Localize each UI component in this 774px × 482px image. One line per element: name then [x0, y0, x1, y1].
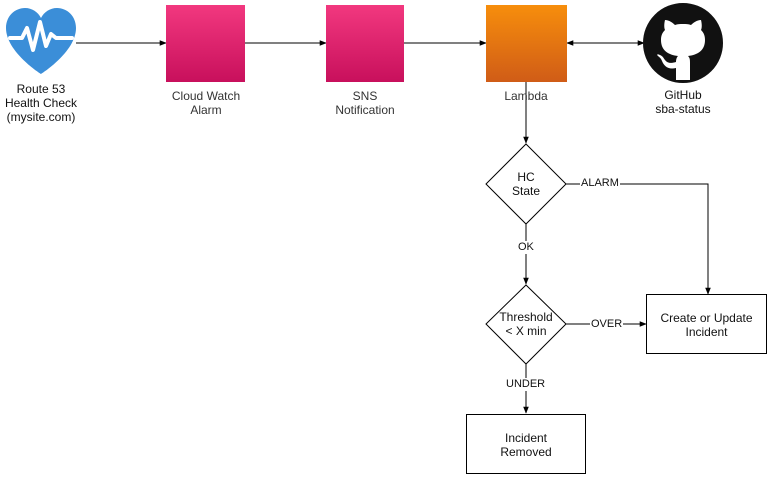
cloudwatch-label: Cloud Watch Alarm [171, 89, 241, 117]
heart-icon [6, 8, 76, 74]
edge-hcstate-alarm [566, 183, 711, 295]
github-icon [643, 3, 723, 83]
hc-state-label: HC State [511, 170, 541, 198]
create-incident-box [646, 294, 767, 354]
edge-label-under: UNDER [505, 378, 547, 391]
route53-label: Route 53 Health Check (mysite.com) [4, 82, 78, 124]
hc-state-decision [485, 143, 567, 225]
edge-label-ok: OK [517, 241, 535, 254]
edge-label-over: OVER [590, 318, 624, 331]
sns-label: SNS Notification [335, 89, 395, 117]
sns-notification-icon [326, 5, 404, 82]
threshold-label: Threshold < X min [499, 310, 553, 338]
lambda-label: Lambda [504, 89, 548, 103]
edge-label-alarm: ALARM [580, 177, 620, 190]
incident-removed-label: Incident Removed [500, 430, 552, 459]
threshold-decision [485, 284, 567, 365]
incident-removed-box [466, 414, 586, 474]
lambda-icon [486, 5, 567, 82]
github-label: GitHub sba-status [655, 88, 711, 116]
create-incident-label: Create or Update Incident [660, 310, 753, 339]
cloudwatch-alarm-icon [166, 5, 245, 82]
